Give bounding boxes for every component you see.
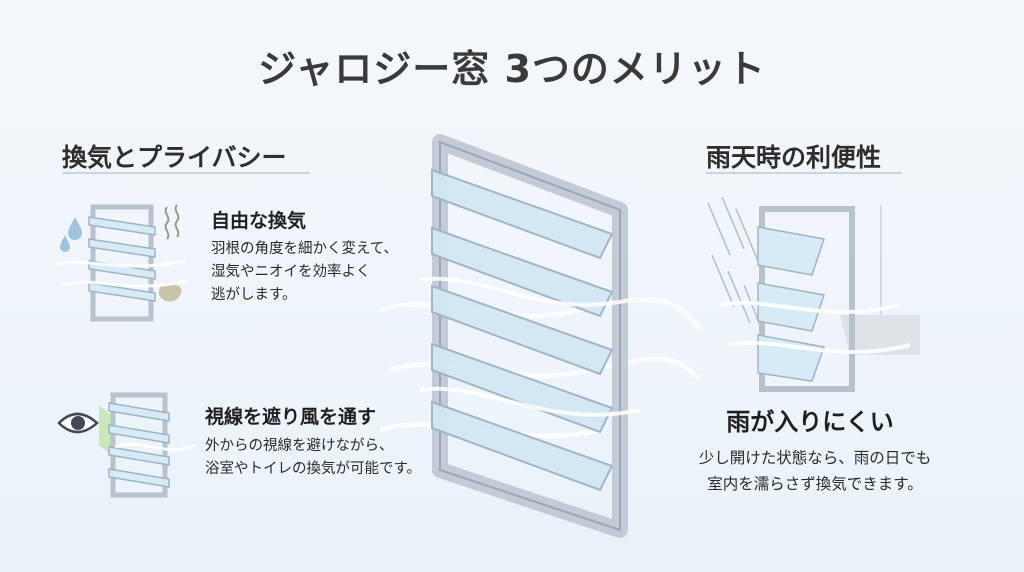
water-drop-icon <box>60 217 82 252</box>
feature-body-block-view: 外からの視線を避けながら、 浴室やトイレの換気が可能です。 <box>205 438 422 477</box>
stain-icon <box>158 282 182 302</box>
feature-body-rain-resistant: 少し開けた状態なら、雨の日でも 室内を濡らさず換気できます。 <box>698 449 932 493</box>
airflow-icon <box>379 297 703 439</box>
section-divider-right <box>706 172 902 174</box>
section-heading-ventilation-privacy: 換気とプライバシー <box>62 143 287 172</box>
eye-icon <box>57 412 99 434</box>
feature-body-free-ventilation: 羽根の角度を細かく変えて、 湿気やニオイを効率よく 逃がします。 <box>211 241 399 303</box>
rain-icon <box>707 196 761 326</box>
feature-heading-rain-resistant: 雨が入りにくい <box>726 408 894 436</box>
airflow-icon <box>719 300 911 354</box>
small-louver-window-rain <box>707 196 920 392</box>
small-louver-window-privacy <box>57 392 196 498</box>
feature-heading-block-view: 視線を遮り風を通す <box>205 406 377 428</box>
large-louver-window <box>379 134 703 538</box>
airflow-icon <box>54 259 188 288</box>
section-divider-left <box>62 172 310 174</box>
section-heading-rain-convenience: 雨天時の利便性 <box>706 143 882 172</box>
small-louver-window-ventilation <box>54 204 188 322</box>
odor-icon <box>164 204 180 240</box>
feature-heading-free-ventilation: 自由な換気 <box>211 210 307 232</box>
page-title: ジャロジー窓 3つのメリット <box>258 47 766 91</box>
